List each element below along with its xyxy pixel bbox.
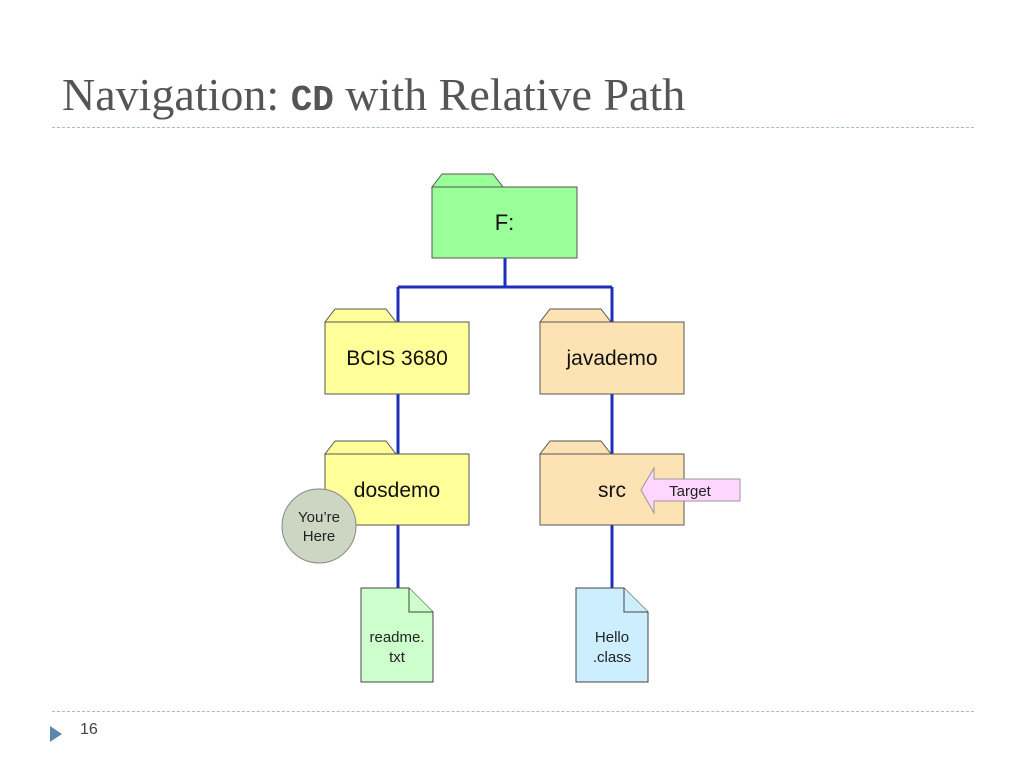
file-readme-txt[interactable]: readme. txt xyxy=(360,587,434,683)
folder-javademo[interactable]: javademo xyxy=(538,308,685,395)
footer-divider xyxy=(52,711,974,712)
title-command: CD xyxy=(290,80,334,121)
title-suffix: with Relative Path xyxy=(333,69,686,120)
file-corner-icon xyxy=(408,588,433,613)
folder-tab-icon xyxy=(538,308,613,323)
folder-tab-icon xyxy=(323,308,398,323)
connector-root-children xyxy=(396,258,614,322)
marker-label-line1: You’re xyxy=(298,509,340,526)
bullet-triangle-icon xyxy=(50,726,62,742)
folder-bcis-3680[interactable]: BCIS 3680 xyxy=(323,308,470,395)
file-label-line2: .class xyxy=(593,649,631,666)
target-label: Target xyxy=(669,483,712,500)
file-label-line2: txt xyxy=(389,649,406,666)
folder-tab-icon xyxy=(538,440,613,455)
folder-icon xyxy=(431,186,578,259)
you-are-here-marker: You’re Here xyxy=(281,488,357,564)
page-number: 16 xyxy=(80,721,98,738)
file-corner-icon xyxy=(623,588,648,613)
file-label-line1: Hello xyxy=(595,629,629,646)
folder-icon xyxy=(539,321,685,395)
slide-title: Navigation: CD with Relative Path xyxy=(62,68,685,128)
folder-tab-icon xyxy=(430,173,505,188)
tree-connectors xyxy=(396,258,614,588)
title-divider xyxy=(52,127,974,128)
folder-src[interactable]: src xyxy=(538,440,685,526)
folder-label: F: xyxy=(495,210,515,235)
file-label-line1: readme. xyxy=(369,629,424,646)
target-marker: Target xyxy=(640,466,741,515)
folder-label: BCIS 3680 xyxy=(346,347,448,370)
file-hello-class[interactable]: Hello .class xyxy=(575,587,649,683)
folder-root[interactable]: F: xyxy=(430,173,578,259)
marker-circle-icon xyxy=(281,488,357,564)
folder-label: src xyxy=(598,479,626,502)
folder-label: dosdemo xyxy=(354,479,440,502)
folder-label: javademo xyxy=(565,347,657,370)
folder-tab-icon xyxy=(323,440,398,455)
left-arrow-icon xyxy=(640,466,741,515)
marker-label-line2: Here xyxy=(303,528,336,545)
title-prefix: Navigation: xyxy=(62,69,291,120)
folder-icon xyxy=(324,321,470,395)
